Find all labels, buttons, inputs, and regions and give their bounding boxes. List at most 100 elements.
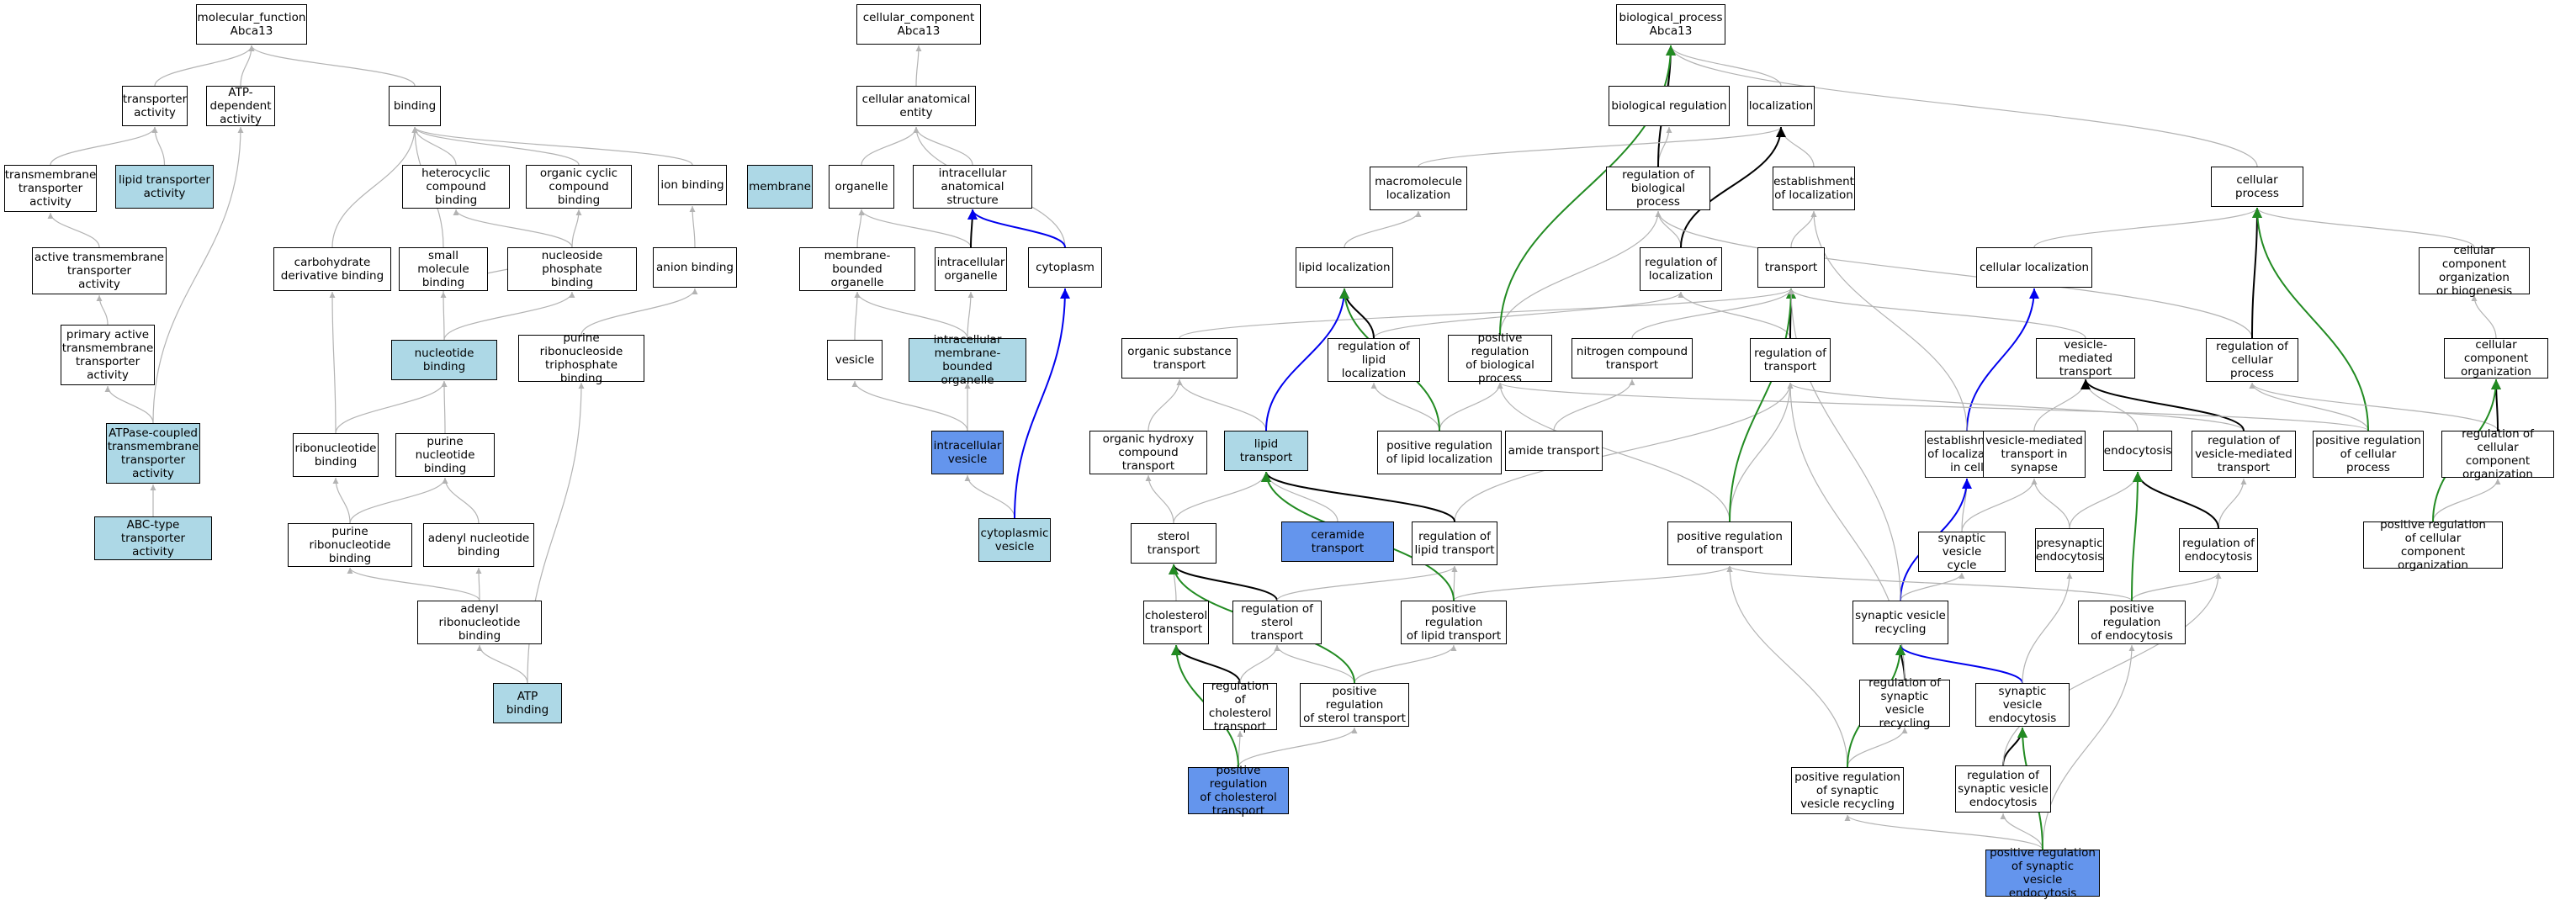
node-ves-med[interactable]: vesicle-mediated transport bbox=[2036, 338, 2135, 379]
node-cholesterol[interactable]: cholesterol transport bbox=[1143, 601, 1209, 644]
node-cytoplasm[interactable]: cytoplasm bbox=[1028, 247, 1102, 288]
edge-occurs-in bbox=[1014, 288, 1070, 519]
node-cco[interactable]: cellular component organization bbox=[2444, 338, 2548, 379]
node-lipid-loc[interactable]: lipid localization bbox=[1296, 247, 1393, 288]
node-ion-binding[interactable]: ion binding bbox=[658, 165, 727, 205]
node-reg-ves-med[interactable]: regulation of vesicle-mediated transport bbox=[2192, 431, 2296, 478]
node-cell-loc[interactable]: cellular localization bbox=[1976, 247, 2092, 288]
node-anion[interactable]: anion binding bbox=[653, 247, 737, 288]
node-binding[interactable]: binding bbox=[389, 86, 441, 126]
node-presyn-endo[interactable]: presynaptic endocytosis bbox=[2035, 528, 2104, 572]
node-sve[interactable]: synaptic vesicle endocytosis bbox=[1975, 683, 2070, 727]
node-cyto-ves[interactable]: cytoplasmic vesicle bbox=[978, 518, 1051, 562]
node-adenyl-ribo[interactable]: adenyl ribonucleotide binding bbox=[417, 601, 542, 644]
node-atp-binding[interactable]: ATP binding bbox=[493, 683, 562, 723]
node-nitrogen[interactable]: nitrogen compound transport bbox=[1572, 338, 1693, 379]
node-lipid-trans-act[interactable]: lipid transporter activity bbox=[115, 165, 214, 209]
node-localization[interactable]: localization bbox=[1747, 86, 1815, 126]
edge-is-a bbox=[1354, 644, 1457, 684]
node-active-tm[interactable]: active transmembrane transporter activit… bbox=[32, 247, 167, 294]
node-reg-loc[interactable]: regulation of localization bbox=[1640, 247, 1722, 291]
edge-occurs-in bbox=[1895, 644, 2023, 684]
node-reg-cell-proc[interactable]: regulation of cellular process bbox=[2206, 338, 2298, 382]
node-reg-endo[interactable]: regulation of endocytosis bbox=[2179, 528, 2258, 572]
node-syn-ves-recycling[interactable]: synaptic vesicle recycling bbox=[1852, 601, 1948, 644]
node-imbo[interactable]: intracellular membrane-bounded organelle bbox=[909, 333, 1026, 387]
node-amide[interactable]: amide transport bbox=[1505, 431, 1603, 471]
node-membrane[interactable]: membrane bbox=[747, 165, 813, 209]
edge-is-a bbox=[1631, 288, 1794, 339]
node-small-mol[interactable]: small molecule binding bbox=[399, 247, 488, 291]
node-mbo[interactable]: membrane-bounded organelle bbox=[799, 247, 915, 291]
node-est-loc[interactable]: establishment of localization bbox=[1773, 167, 1855, 210]
node-org-sub[interactable]: organic substance transport bbox=[1121, 338, 1238, 379]
node-ribonucleotide[interactable]: ribonucleotide binding bbox=[293, 433, 379, 477]
node-pos-reg-sterol[interactable]: positive regulation of sterol transport bbox=[1300, 683, 1409, 727]
edge-is-a bbox=[851, 380, 968, 431]
node-nucleotide[interactable]: nucleotide binding bbox=[391, 340, 497, 380]
node-trans-act[interactable]: transporter activity bbox=[122, 86, 188, 126]
node-cc[interactable]: cellular_component Abca13 bbox=[856, 4, 981, 45]
node-purine-rtp[interactable]: purine ribonucleoside triphosphate bindi… bbox=[518, 331, 644, 385]
node-organic-cyc[interactable]: organic cyclic compound binding bbox=[526, 165, 632, 209]
edge-pos-reg bbox=[2131, 471, 2143, 601]
node-ves-syn[interactable]: vesicle-mediated transport in synapse bbox=[1983, 431, 2086, 478]
node-pos-reg-chol[interactable]: positive regulation of cholesterol trans… bbox=[1188, 764, 1289, 818]
node-reg-sve[interactable]: regulation of synaptic vesicle endocytos… bbox=[1955, 765, 2051, 813]
node-reg-sterol[interactable]: regulation of sterol transport bbox=[1232, 601, 1322, 644]
node-atp-dep[interactable]: ATP-dependent activity bbox=[206, 86, 275, 126]
node-syn-ves-cycle[interactable]: synaptic vesicle cycle bbox=[1918, 532, 2006, 572]
node-ccob[interactable]: cellular component organization or bioge… bbox=[2419, 244, 2530, 298]
node-bio-reg[interactable]: biological regulation bbox=[1609, 86, 1730, 126]
node-pos-reg-endo[interactable]: positive regulation of endocytosis bbox=[2078, 601, 2186, 644]
node-macro-loc[interactable]: macromolecule localization bbox=[1370, 167, 1467, 210]
node-org-hydroxy[interactable]: organic hydroxy compound transport bbox=[1089, 431, 1207, 474]
node-reg-cco[interactable]: regulation of cellular component organiz… bbox=[2441, 427, 2554, 481]
node-cell-proc[interactable]: cellular process bbox=[2211, 167, 2303, 207]
node-reg-svr[interactable]: regulation of synaptic vesicle recycling bbox=[1859, 676, 1950, 730]
node-purine-nuc[interactable]: purine nucleotide binding bbox=[395, 433, 495, 477]
node-primary-active[interactable]: primary active transmembrane transporter… bbox=[61, 325, 155, 385]
node-atpase-coupled[interactable]: ATPase-coupled transmembrane transporter… bbox=[106, 423, 200, 484]
node-sterol-transport[interactable]: sterol transport bbox=[1131, 523, 1216, 564]
node-hetero[interactable]: heterocyclic compound binding bbox=[402, 165, 510, 209]
node-pos-reg-sve[interactable]: positive regulation of synaptic vesicle … bbox=[1985, 846, 2100, 900]
node-abc[interactable]: ABC-type transporter activity bbox=[94, 516, 212, 560]
node-pos-reg-cell-proc[interactable]: positive regulation of cellular process bbox=[2313, 431, 2424, 478]
node-pos-reg-svr[interactable]: positive regulation of synaptic vesicle … bbox=[1791, 767, 1904, 814]
node-tm-trans[interactable]: transmembrane transporter activity bbox=[4, 165, 97, 212]
edge-is-a bbox=[913, 126, 973, 166]
node-cae[interactable]: cellular anatomical entity bbox=[856, 86, 976, 126]
node-reg-lipid-transport[interactable]: regulation of lipid transport bbox=[1412, 521, 1497, 565]
edge-is-a bbox=[440, 291, 447, 341]
node-ias[interactable]: intracellular anatomical structure bbox=[913, 165, 1032, 209]
edge-is-a bbox=[1655, 210, 2253, 339]
node-adenyl-nuc[interactable]: adenyl nucleotide binding bbox=[423, 523, 534, 567]
node-carb[interactable]: carbohydrate derivative binding bbox=[273, 247, 391, 291]
node-reg-lipid-loc[interactable]: regulation of lipid localization bbox=[1328, 338, 1420, 382]
edge-is-a bbox=[1179, 288, 1794, 339]
node-pos-reg-lipid-loc[interactable]: positive regulation of lipid localizatio… bbox=[1377, 431, 1502, 474]
node-pos-reg-transport[interactable]: positive regulation of transport bbox=[1667, 521, 1792, 565]
node-bp[interactable]: biological_process Abca13 bbox=[1616, 4, 1725, 45]
node-pos-reg-cco[interactable]: positive regulation of cellular componen… bbox=[2363, 518, 2503, 572]
node-vesicle[interactable]: vesicle bbox=[827, 340, 883, 380]
node-transport[interactable]: transport bbox=[1757, 247, 1825, 288]
node-pos-reg-lipid-transport[interactable]: positive regulation of lipid transport bbox=[1401, 601, 1507, 644]
node-mf[interactable]: molecular_function Abca13 bbox=[196, 4, 307, 45]
node-lipid-transport[interactable]: lipid transport bbox=[1224, 431, 1308, 471]
node-organelle[interactable]: organelle bbox=[829, 165, 894, 209]
edge-is-a bbox=[1726, 565, 2133, 601]
edge-is-a bbox=[1788, 288, 2086, 339]
node-intra-org[interactable]: intracellular organelle bbox=[935, 247, 1007, 291]
node-ceramide[interactable]: ceramide transport bbox=[1281, 521, 1394, 562]
node-intra-ves[interactable]: intracellular vesicle bbox=[931, 431, 1004, 474]
node-pos-reg-bp[interactable]: positive regulation of biological proces… bbox=[1448, 331, 1552, 385]
node-reg-transport[interactable]: regulation of transport bbox=[1750, 338, 1831, 382]
node-nuc-phos[interactable]: nucleoside phosphate binding bbox=[507, 247, 637, 291]
node-endocytosis[interactable]: endocytosis bbox=[2103, 431, 2172, 471]
node-reg-chol[interactable]: regulation of cholesterol transport bbox=[1203, 680, 1277, 733]
edge-is-a bbox=[329, 291, 337, 434]
node-purine-ribo[interactable]: purine ribonucleotide binding bbox=[288, 523, 412, 567]
node-reg-bp[interactable]: regulation of biological process bbox=[1606, 167, 1710, 210]
